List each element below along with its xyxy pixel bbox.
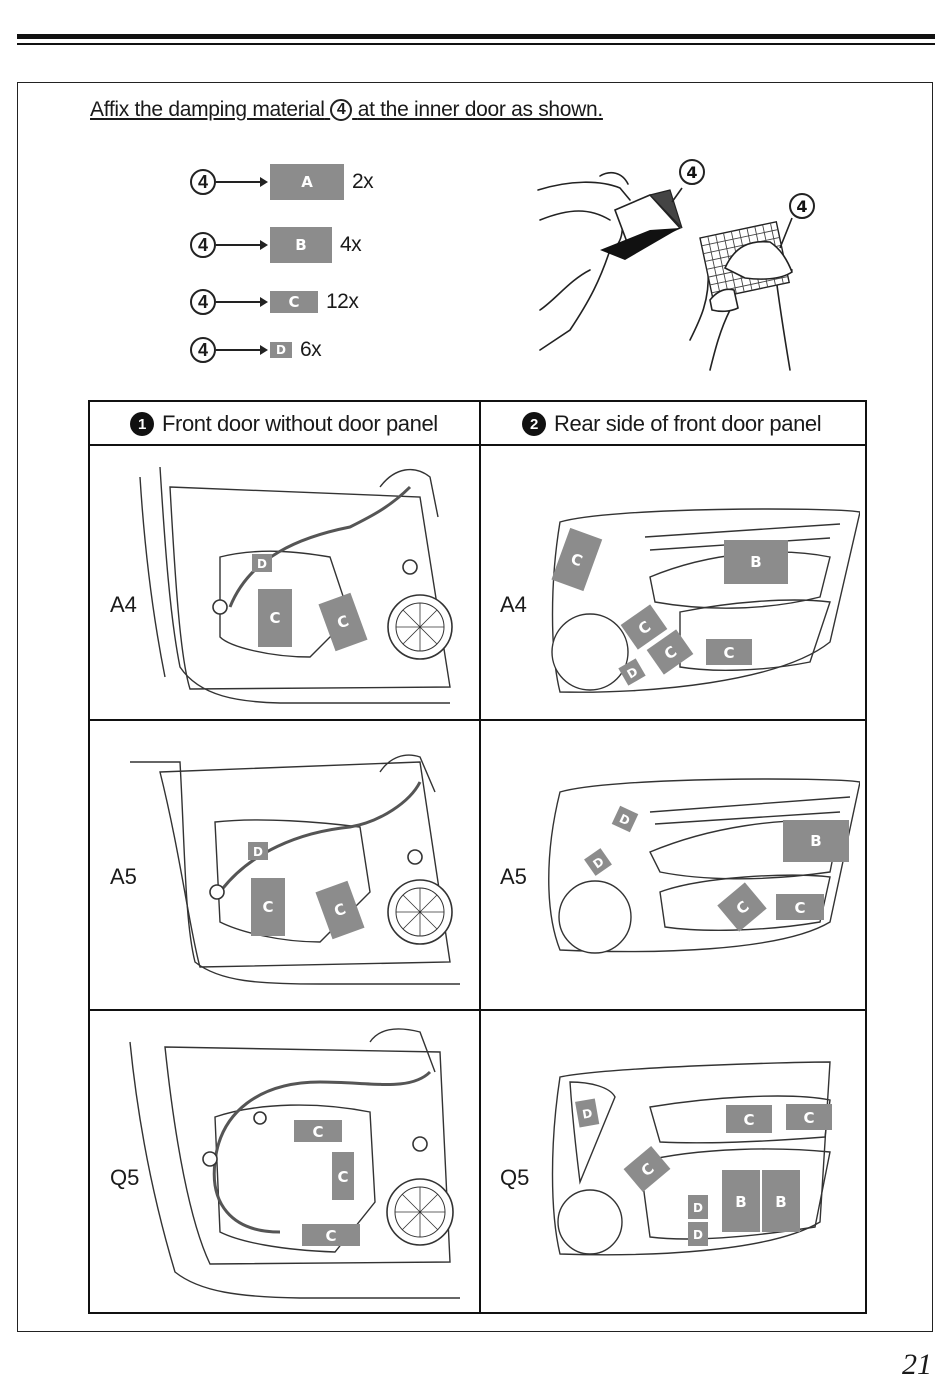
svg-text:C: C — [723, 644, 734, 662]
front-door-diagram-q5: C C C — [129, 1028, 460, 1299]
damping-patch: C — [726, 1105, 772, 1133]
damping-patch: D — [575, 1098, 600, 1128]
svg-text:C: C — [262, 898, 273, 916]
arrow-icon — [216, 297, 268, 307]
damping-patch: C — [294, 1120, 342, 1142]
page-number: 21 — [902, 1348, 932, 1381]
damping-patch: C — [717, 882, 767, 932]
material-number-circle: 4 — [190, 232, 216, 258]
svg-text:C: C — [312, 1123, 323, 1141]
patch-c: C — [270, 291, 318, 313]
damping-patch: C — [706, 639, 752, 665]
callout-label: 4 — [686, 163, 697, 182]
damping-patch: D — [611, 805, 639, 833]
svg-text:D: D — [257, 557, 267, 571]
column-header-front-door: 1 Front door without door panel — [130, 402, 438, 446]
svg-text:B: B — [775, 1193, 786, 1211]
damping-patch: D — [584, 848, 612, 876]
svg-text:D: D — [581, 1106, 593, 1122]
door-application-table: 1 Front door without door panel 2 Rear s… — [88, 400, 867, 1314]
svg-text:D: D — [693, 1201, 703, 1215]
material-number-circle: 4 — [190, 337, 216, 363]
quantity: 2x — [352, 170, 374, 193]
svg-text:B: B — [735, 1193, 746, 1211]
header-rule-thick — [17, 34, 935, 39]
damping-patch: B — [762, 1170, 800, 1232]
damping-patch: B — [783, 820, 849, 862]
table-divider — [479, 402, 481, 1312]
damping-patch: C — [620, 604, 668, 650]
arrow-icon — [216, 177, 268, 187]
content-frame — [17, 82, 933, 1332]
damping-patch: C — [776, 894, 824, 920]
table-divider — [90, 1009, 865, 1011]
svg-text:C: C — [803, 1109, 814, 1127]
damping-patch: D — [248, 842, 268, 860]
patch-b: B — [270, 227, 332, 263]
rear-panel-diagram-a5: D D B C C — [548, 778, 860, 954]
quantity: 12x — [326, 290, 359, 313]
quantity: 4x — [340, 233, 362, 256]
material-number-circle: 4 — [190, 169, 216, 195]
column-header-rear-panel: 2 Rear side of front door panel — [522, 402, 822, 446]
model-label: A4 — [110, 592, 137, 617]
damping-patch: D — [618, 658, 646, 686]
model-label: A5 — [500, 864, 527, 889]
damping-patch: C — [623, 1145, 671, 1193]
callout-label: 4 — [796, 197, 807, 216]
patch-a: A — [270, 164, 344, 200]
arrow-icon — [216, 345, 268, 355]
svg-text:C: C — [743, 1111, 754, 1129]
svg-text:D: D — [253, 845, 263, 859]
damping-patch: C — [646, 629, 694, 675]
legend-row-b: 4 B 4x — [190, 225, 362, 265]
svg-text:B: B — [810, 832, 821, 850]
arrow-icon — [216, 240, 268, 250]
front-door-diagram-a4: D C C — [139, 466, 453, 704]
damping-patch: D — [252, 554, 272, 572]
legend-row-d: 4 D 6x — [190, 330, 322, 370]
svg-text:D: D — [693, 1228, 703, 1242]
damping-patch: C — [315, 880, 365, 940]
damping-patch: B — [724, 540, 788, 584]
svg-text:C: C — [337, 1168, 348, 1186]
svg-text:C: C — [269, 609, 280, 627]
step-badge: 1 — [130, 412, 154, 436]
hands-applying-material-illustration: 4 4 — [537, 159, 815, 371]
material-number-circle: 4 — [190, 289, 216, 315]
model-label: Q5 — [110, 1165, 140, 1190]
instruction-text: Affix the damping material 4 at the inne… — [90, 98, 603, 122]
header-rule-thin — [17, 43, 935, 45]
damping-patch: C — [318, 592, 368, 652]
damping-patch: C — [551, 527, 603, 592]
damping-patch: D — [688, 1222, 708, 1246]
rear-panel-diagram-a4: C B C C C D — [551, 508, 860, 693]
damping-patch: D — [688, 1195, 708, 1219]
model-label: Q5 — [500, 1165, 530, 1190]
model-label: A4 — [500, 592, 527, 617]
svg-text:C: C — [794, 899, 805, 917]
front-door-diagram-a5: D C C — [130, 754, 460, 985]
damping-patch: C — [251, 878, 285, 936]
legend-row-c: 4 C 12x — [190, 282, 359, 322]
step-badge: 2 — [522, 412, 546, 436]
quantity: 6x — [300, 338, 322, 361]
table-divider — [90, 719, 865, 721]
damping-patch: B — [722, 1170, 760, 1232]
material-number-circle: 4 — [330, 99, 353, 122]
rear-panel-diagram-q5: D C C C D D B B — [551, 1061, 832, 1256]
damping-patch: C — [258, 589, 292, 647]
legend-row-a: 4 A 2x — [190, 162, 374, 202]
svg-text:C: C — [325, 1227, 336, 1245]
damping-patch: C — [332, 1152, 354, 1200]
table-divider — [90, 444, 865, 446]
damping-patch: C — [786, 1104, 832, 1130]
svg-text:B: B — [750, 553, 761, 571]
patch-d: D — [270, 342, 292, 358]
damping-patch: C — [302, 1224, 360, 1246]
model-label: A5 — [110, 864, 137, 889]
